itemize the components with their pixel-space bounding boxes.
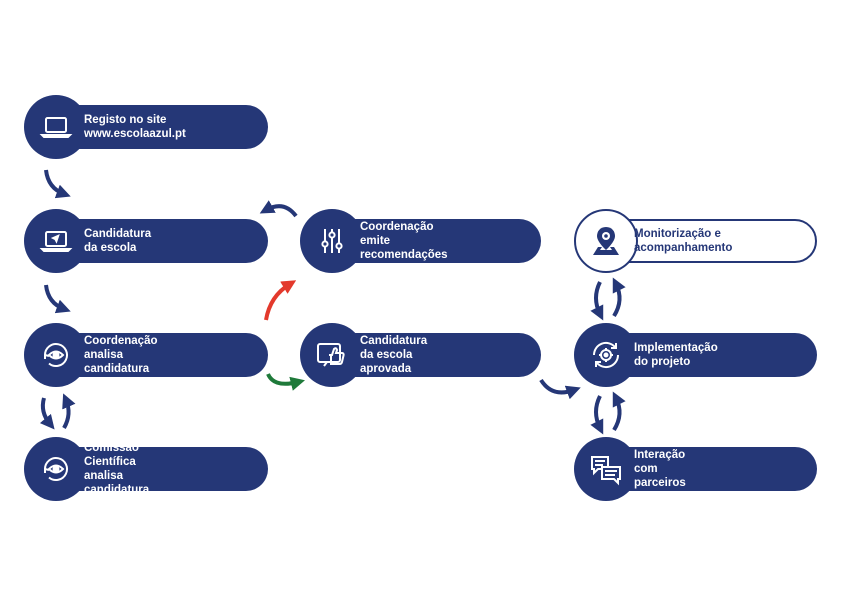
thumbs-up-icon xyxy=(300,323,364,387)
arrow-coord-emite-red xyxy=(264,280,297,321)
arrow-interacao-impl xyxy=(612,391,626,432)
step-pill xyxy=(604,333,817,377)
arrow-registo-candidatura xyxy=(44,169,71,199)
laptop-icon xyxy=(24,95,88,159)
step-pill xyxy=(330,219,541,263)
step-label: Registo no site www.escolaazul.pt xyxy=(84,114,186,140)
step-pill xyxy=(54,447,268,491)
chat-bubbles-icon xyxy=(574,437,638,501)
step-pill xyxy=(604,219,817,263)
arrow-candidatura-coord xyxy=(44,284,71,314)
sliders-icon xyxy=(300,209,364,273)
arrow-impl-monit xyxy=(612,277,626,318)
step-label: Interação com parceiros xyxy=(634,449,686,489)
eye-cycle-icon xyxy=(24,437,88,501)
step-pill xyxy=(604,447,817,491)
step-label: Monitorização e acompanhamento xyxy=(634,228,733,254)
arrow-monit-impl xyxy=(590,281,604,321)
step-label: Candidatura da escola aprovada xyxy=(360,335,428,375)
step-label: Coordenação emite recomendações xyxy=(360,221,448,261)
step-label: Implementação do projeto xyxy=(634,342,718,368)
arrow-emite-candidatura xyxy=(259,200,298,218)
laptop-cursor-icon xyxy=(24,209,88,273)
step-pill xyxy=(54,105,268,149)
arrow-impl-interacao xyxy=(590,395,604,435)
step-label: Comissão Científica analisa candidatura xyxy=(84,442,150,496)
arrow-coord-comissao xyxy=(39,397,55,430)
step-pill xyxy=(54,333,268,377)
arrow-aprovada-implementacao xyxy=(539,378,581,400)
step-pill xyxy=(54,219,268,263)
step-pill xyxy=(330,333,541,377)
gear-cycle-icon xyxy=(574,323,638,387)
arrow-comissao-coord xyxy=(62,393,76,429)
eye-cycle-icon xyxy=(24,323,88,387)
arrow-coord-aprovada-green xyxy=(266,373,305,391)
step-label: Candidatura da escola xyxy=(84,228,152,254)
step-label: Coordenação analisa candidatura xyxy=(84,335,158,375)
map-pin-icon xyxy=(574,209,638,273)
